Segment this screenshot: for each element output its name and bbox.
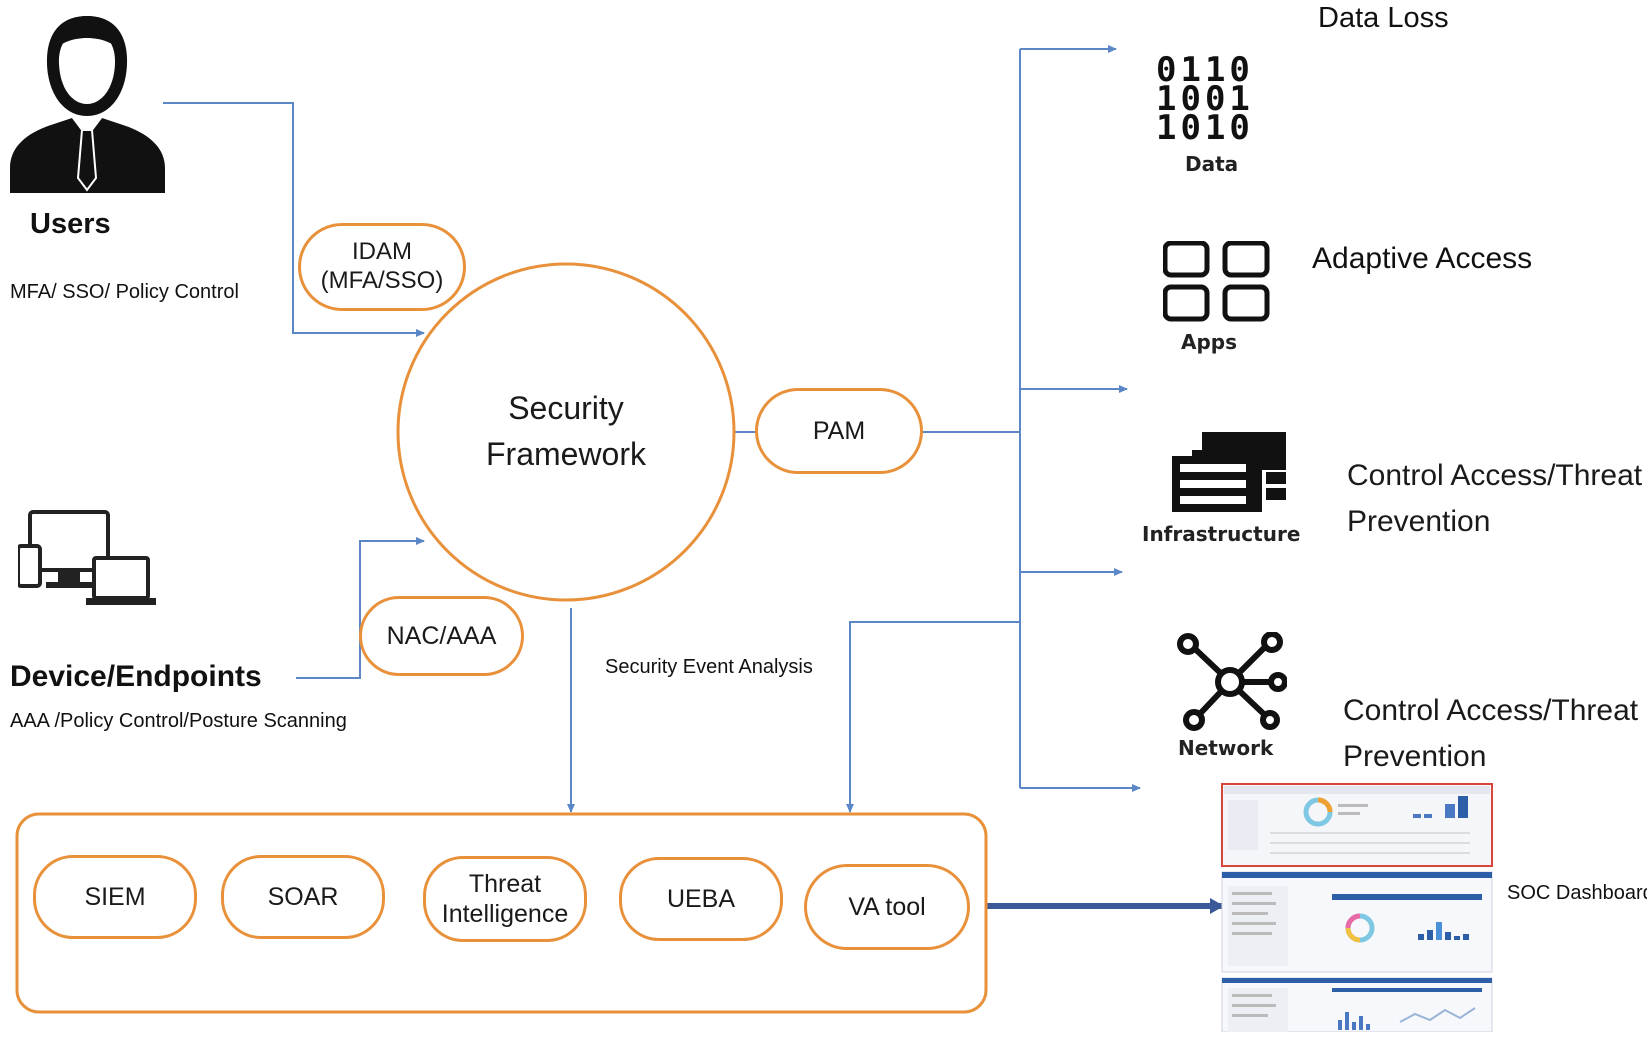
idam-line1: IDAM	[352, 238, 412, 266]
infrastructure-label: Control Access/Threat Prevention	[1347, 453, 1642, 545]
idam-line2: (MFA/SSO)	[320, 267, 444, 294]
pam-node: PAM	[755, 388, 923, 474]
tool-ueba: UEBA	[619, 857, 783, 941]
data-bits-row: 1001	[1156, 79, 1254, 119]
data-loss-label: Data Loss	[1318, 2, 1449, 34]
users-title: Users	[30, 208, 111, 240]
apps-caption: Apps	[1181, 330, 1238, 354]
tool-va-label: VA tool	[848, 893, 926, 921]
tool-soar-label: SOAR	[267, 883, 339, 911]
network-caption: Network	[1178, 736, 1274, 760]
framework-line1: Security	[508, 390, 624, 426]
framework-label: Security Framework	[420, 385, 712, 477]
soc-dashboard-image	[1221, 783, 1493, 1033]
tool-siem-label: SIEM	[84, 883, 146, 911]
infrastructure-line2: Prevention	[1347, 505, 1491, 538]
framework-circle	[396, 262, 736, 602]
tool-threat-intelligence: Threat Intelligence	[423, 856, 587, 942]
data-bits-icon: 0110 1001 1010	[1156, 50, 1254, 148]
va-feedback	[846, 621, 1020, 813]
nac-node: NAC/AAA	[359, 596, 524, 676]
tools-container	[15, 812, 988, 1014]
devices-icon	[18, 510, 156, 605]
data-bits-row: 1010	[1156, 108, 1254, 148]
pam-label: PAM	[812, 417, 866, 445]
apps-label: Adaptive Access	[1312, 242, 1533, 275]
users-connector	[163, 102, 425, 337]
soc-dashboard-thumbnails	[1220, 782, 1495, 1033]
network-label: Control Access/Threat Prevention	[1343, 688, 1638, 780]
framework-line2: Framework	[485, 436, 646, 472]
event-analysis-label: Security Event Analysis	[605, 656, 813, 678]
nac-label: NAC/AAA	[386, 622, 497, 650]
network-icon	[1177, 632, 1287, 731]
tool-threat-line2: Intelligence	[441, 900, 569, 928]
tool-va: VA tool	[804, 864, 970, 950]
infrastructure-caption: Infrastructure	[1142, 522, 1301, 546]
tool-siem: SIEM	[33, 855, 197, 939]
apps-icon	[1163, 241, 1270, 322]
network-line2: Prevention	[1343, 740, 1487, 773]
devices-subtitle: AAA /Policy Control/Posture Scanning	[10, 710, 347, 732]
user-icon	[10, 16, 165, 193]
server-icon	[1172, 432, 1286, 512]
soc-dashboard-label: SOC Dashboard	[1507, 882, 1647, 904]
infrastructure-line1: Control Access/Threat	[1347, 459, 1643, 492]
devices-connector	[296, 537, 425, 679]
tool-ueba-label: UEBA	[666, 885, 736, 913]
tool-threat-line1: Threat	[468, 870, 542, 898]
devices-title: Device/Endpoints	[10, 660, 262, 693]
data-bits-row: 0110	[1156, 50, 1254, 90]
users-subtitle: MFA/ SSO/ Policy Control	[10, 281, 239, 303]
data-caption: Data	[1185, 152, 1239, 176]
network-line1: Control Access/Threat	[1343, 694, 1639, 727]
idam-node: IDAM (MFA/SSO)	[298, 223, 466, 311]
tool-soar: SOAR	[221, 855, 385, 939]
